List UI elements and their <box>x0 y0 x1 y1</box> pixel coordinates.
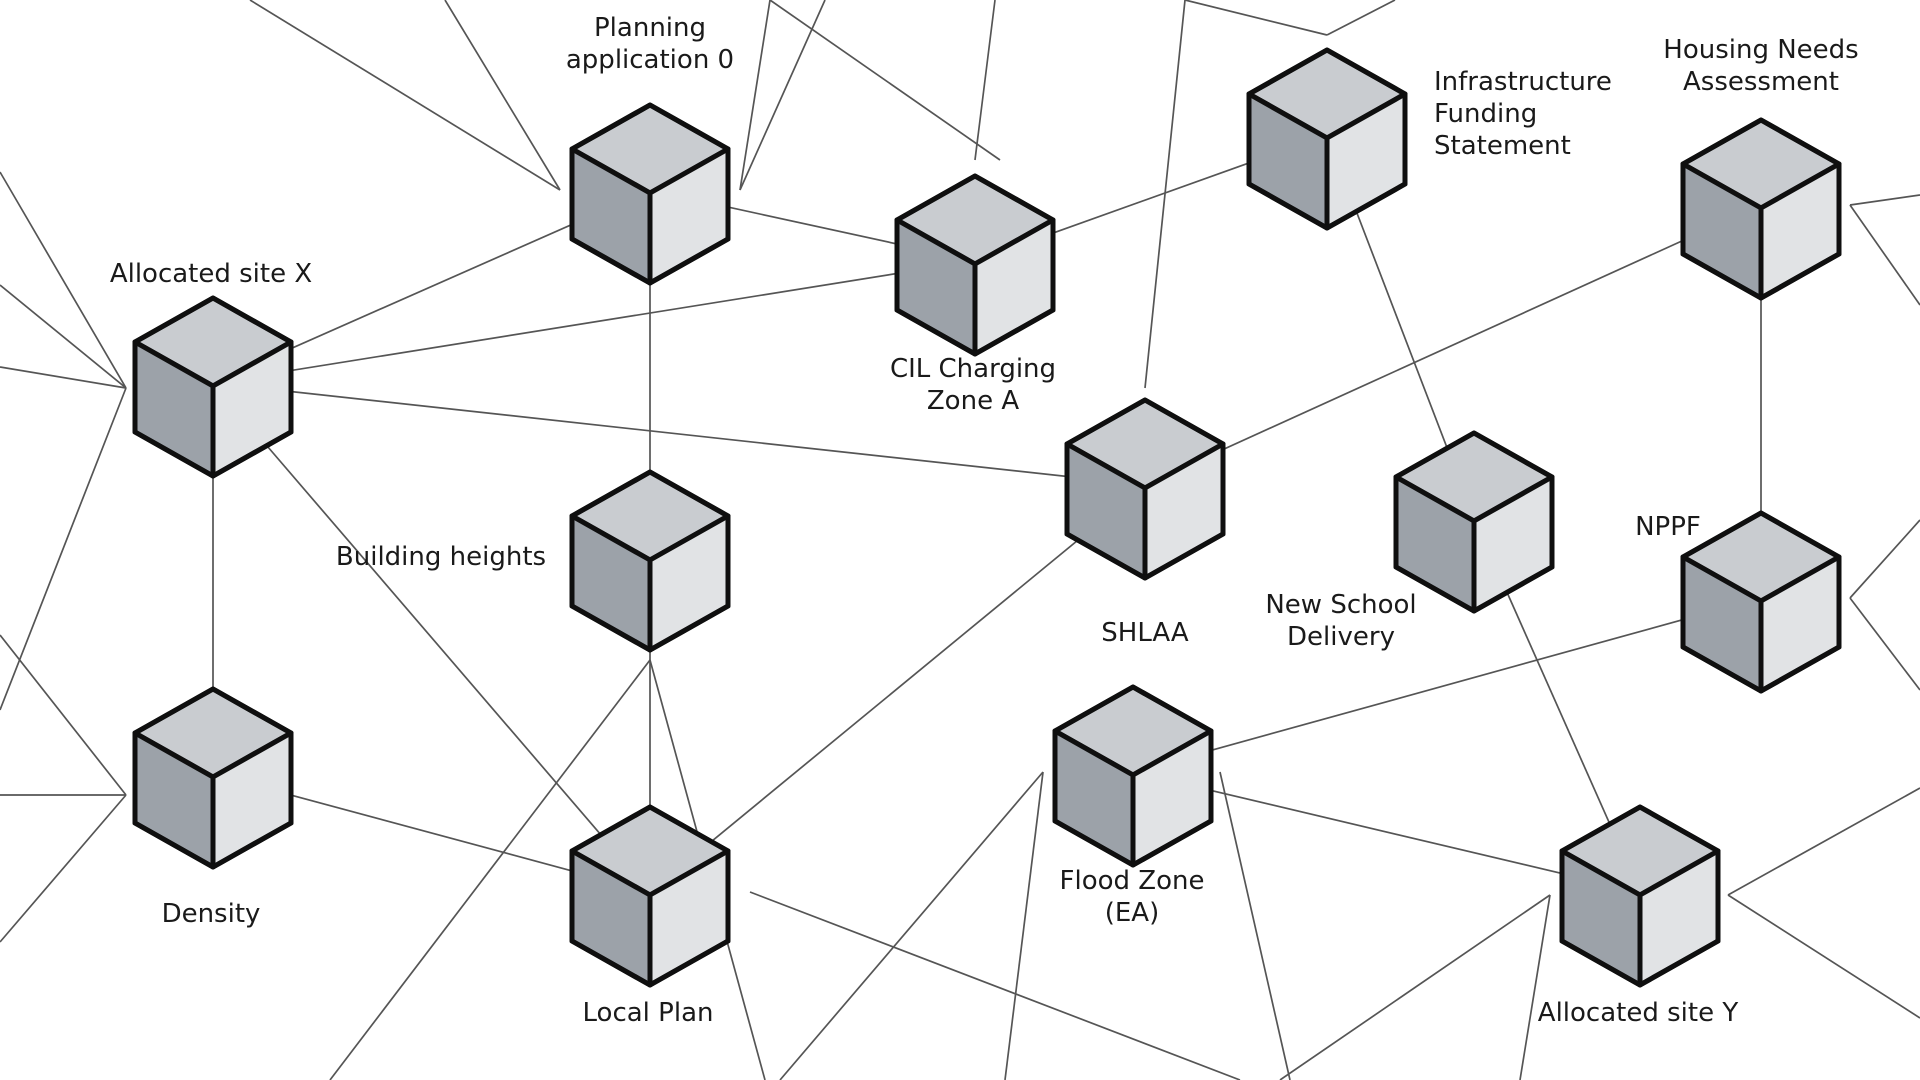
node-label-line: Delivery <box>1287 622 1395 652</box>
background-connector-line <box>444 0 561 191</box>
cube-outline <box>1680 117 1842 301</box>
edge-allocated-site-x-to-cil-charging-zone-a <box>212 260 976 384</box>
node-label-line: Allocated site Y <box>1538 998 1739 1028</box>
node-label: Allocated site X <box>110 259 312 289</box>
node-label-line: Flood Zone <box>1060 866 1205 896</box>
node-label-line: Housing Needs <box>1663 35 1858 65</box>
cube-outline <box>1246 47 1408 231</box>
node-label: NPPF <box>1635 512 1701 542</box>
background-connector-line <box>1279 894 1551 1080</box>
background-connector-line <box>0 794 127 943</box>
node-label-line: Planning <box>594 13 706 43</box>
background-connector-line <box>1326 0 1396 36</box>
node-flood-zone-ea[interactable]: Flood Zone(EA) <box>1052 684 1214 928</box>
edge-flood-zone-ea-to-allocated-site-y <box>1132 771 1641 893</box>
node-label-line: SHLAA <box>1101 618 1189 648</box>
background-connector-line <box>1727 894 1920 1019</box>
node-density[interactable]: Density <box>132 686 294 929</box>
cube-outline <box>894 173 1056 357</box>
background-connector-line <box>0 634 127 796</box>
node-label: Building heights <box>336 542 546 572</box>
background-connector-line <box>1727 787 1920 896</box>
background-connector-line <box>0 171 127 389</box>
node-nppf[interactable]: NPPF <box>1635 510 1842 694</box>
background-connector-line <box>1004 771 1044 1080</box>
node-label-line: New School <box>1265 590 1416 620</box>
node-label-line: Allocated site X <box>110 259 312 289</box>
node-label-line: Funding <box>1434 99 1537 129</box>
cube-outline <box>569 102 731 286</box>
background-connector-line <box>1144 0 1186 389</box>
cube-outline <box>1559 804 1721 988</box>
node-label: Flood Zone(EA) <box>1060 866 1205 928</box>
node-label-line: Building heights <box>336 542 546 572</box>
background-connector-line <box>1519 894 1551 1080</box>
background-connector-line <box>779 771 1044 1080</box>
background-connector-line <box>749 891 1241 1080</box>
node-label-line: (EA) <box>1105 898 1160 928</box>
node-label-line: Density <box>162 899 261 929</box>
background-connector-line <box>0 366 127 389</box>
node-label-line: Assessment <box>1683 67 1839 97</box>
node-label: SHLAA <box>1101 618 1189 648</box>
edge-nppf-to-flood-zone-ea <box>1132 597 1762 773</box>
node-building-heights[interactable]: Building heights <box>336 469 731 653</box>
cube-outline <box>569 804 731 988</box>
node-label-line: Local Plan <box>583 998 714 1028</box>
node-local-plan[interactable]: Local Plan <box>569 804 731 1028</box>
node-label-line: Statement <box>1434 131 1571 161</box>
background-connector-line <box>0 284 127 389</box>
background-connector-line <box>739 0 826 191</box>
edge-allocated-site-x-to-local-plan <box>212 382 651 893</box>
cube-outline <box>1052 684 1214 868</box>
node-label-line: Infrastructure <box>1434 67 1612 97</box>
node-label: Allocated site Y <box>1538 998 1739 1028</box>
node-label-line: Zone A <box>927 386 1019 416</box>
cube-outline <box>569 469 731 653</box>
node-label-line: NPPF <box>1635 512 1701 542</box>
edge-shlaa-to-local-plan <box>649 484 1146 893</box>
node-shlaa[interactable]: SHLAA <box>1064 397 1226 648</box>
background-connector-line <box>1184 0 1328 36</box>
node-label: Local Plan <box>583 998 714 1028</box>
cube-outline <box>1393 430 1555 614</box>
edge-allocated-site-x-to-shlaa <box>212 382 1146 486</box>
background-connector-line <box>739 0 771 191</box>
cube-outline <box>132 686 294 870</box>
node-label-line: application 0 <box>566 45 734 75</box>
background-connector-line <box>1849 597 1920 691</box>
background-connector-line <box>329 659 651 1080</box>
background-connector-line <box>1849 194 1920 206</box>
background-connector-line <box>1849 519 1920 599</box>
node-allocated-site-x[interactable]: Allocated site X <box>110 259 312 479</box>
background-connector-line <box>1849 204 1920 306</box>
cube-outline <box>132 295 294 479</box>
background-connector-line <box>1219 771 1291 1080</box>
cube-outline <box>1064 397 1226 581</box>
node-allocated-site-y[interactable]: Allocated site Y <box>1538 804 1739 1028</box>
background-connector-line <box>0 387 127 711</box>
node-label: Density <box>162 899 261 929</box>
background-connector-line <box>769 0 1001 161</box>
background-connector-line <box>249 0 561 191</box>
background-connector-line <box>974 0 996 161</box>
edge-housing-needs-assessment-to-shlaa <box>1144 204 1762 486</box>
cube-outline <box>1680 510 1842 694</box>
node-label-line: CIL Charging <box>890 354 1056 384</box>
